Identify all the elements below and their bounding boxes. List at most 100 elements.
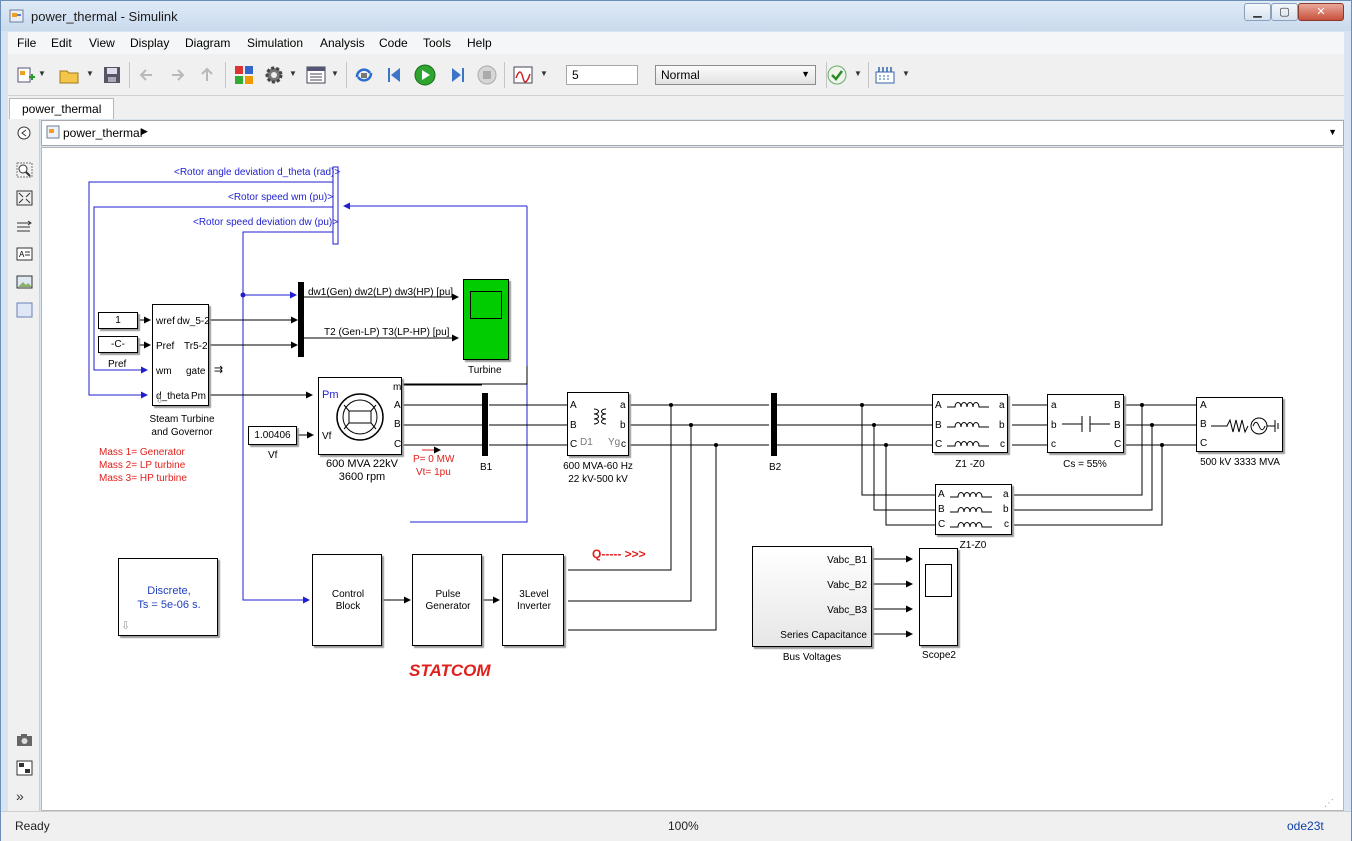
constant-pref-block[interactable]: -C- (98, 336, 138, 353)
check-icon[interactable] (826, 64, 848, 86)
transformer-port-c-in: C (570, 439, 578, 450)
back-icon[interactable] (136, 64, 158, 86)
image-icon[interactable] (16, 274, 33, 290)
down-arrow-icon: ⇩ (155, 394, 165, 406)
menu-tools[interactable]: Tools (423, 36, 452, 50)
model-settings-icon[interactable] (263, 64, 285, 86)
check-dropdown-icon[interactable]: ▼ (854, 69, 862, 78)
run-icon[interactable] (414, 64, 436, 86)
powergui-block[interactable]: Discrete, Ts = 5e-06 s. ⇩ (118, 558, 218, 636)
pref-label: Pref (108, 359, 127, 370)
line-z1-z0-top-block[interactable]: A B C a b c (932, 394, 1008, 453)
menu-diagram[interactable]: Diagram (185, 36, 231, 50)
stop-icon[interactable] (476, 64, 498, 86)
fit-to-view-icon[interactable] (16, 190, 33, 206)
bus-voltages-name: Bus Voltages (782, 652, 842, 663)
expand-icon[interactable]: » (16, 788, 24, 804)
menu-file[interactable]: File (17, 36, 37, 50)
simulation-mode-select[interactable]: Normal ▼ (655, 65, 816, 85)
menu-code[interactable]: Code (379, 36, 408, 50)
scope-icon[interactable] (512, 64, 534, 86)
control-block-line1: Control (331, 589, 365, 600)
snapshot-icon[interactable] (16, 732, 33, 748)
scope-screen-icon (470, 291, 502, 319)
cap-port-c-in: c (1051, 439, 1056, 450)
tab-strip: power_thermal (8, 96, 1344, 119)
turbine-scope-block[interactable] (463, 279, 509, 360)
vf-constant-block[interactable]: 1.00406 (248, 426, 297, 445)
transformer-yg-label: Yg (608, 437, 621, 448)
stop-time-input[interactable]: 5 (566, 65, 638, 85)
new-dropdown-icon[interactable]: ▼ (38, 69, 46, 78)
bus-voltages-subsystem-block[interactable]: Vabc_B1 Vabc_B2 Vabc_B3 Series Capacitan… (752, 546, 872, 647)
up-icon[interactable] (196, 64, 218, 86)
source-name: 500 kV 3333 MVA (1200, 457, 1280, 468)
simulation-mode-value: Normal (661, 68, 700, 82)
control-block-line2: Block (335, 601, 361, 612)
menu-simulation[interactable]: Simulation (247, 36, 304, 50)
area-icon[interactable] (16, 302, 33, 318)
menu-bar: File Edit View Display Diagram Simulatio… (8, 32, 1344, 54)
cap-name: Cs = 55% (1063, 459, 1107, 470)
synchronous-machine-block[interactable]: Pm Vf m A B C (318, 377, 402, 455)
update-diagram-icon[interactable] (353, 64, 375, 86)
open-dropdown-icon[interactable]: ▼ (86, 69, 94, 78)
three-phase-source-block[interactable]: A B C (1196, 397, 1283, 452)
mass-note-2: Mass 2= LP turbine (99, 460, 186, 471)
line2-port-a-out: a (1003, 489, 1009, 500)
rotor-speed-deviation-signal-label: <Rotor speed deviation dw (pu)> (193, 217, 339, 228)
open-icon[interactable] (58, 64, 80, 86)
model-explorer-icon[interactable] (305, 64, 327, 86)
constant-wref-block[interactable]: 1 (98, 312, 138, 329)
library-browser-icon[interactable] (233, 64, 255, 86)
annotation-icon[interactable]: A (16, 246, 33, 262)
step-back-icon[interactable] (385, 64, 407, 86)
menu-analysis[interactable]: Analysis (320, 36, 365, 50)
step-forward-icon[interactable] (445, 64, 467, 86)
breadcrumb[interactable]: power_thermal (63, 126, 143, 140)
new-model-icon[interactable] (15, 64, 37, 86)
pulse-generator-block[interactable]: Pulse Generator (412, 554, 482, 646)
three-level-inverter-block[interactable]: 3Level Inverter (502, 554, 564, 646)
steam-turbine-governor-block[interactable]: wref Pref wm d_theta dw_5-2 Tr5-2 gate P… (152, 304, 210, 406)
status-solver-link[interactable]: ode23t (1287, 819, 1324, 833)
save-icon[interactable] (101, 64, 123, 86)
model-canvas[interactable]: <Rotor angle deviation d_theta (rad)> <R… (41, 147, 1344, 811)
menu-display[interactable]: Display (130, 36, 170, 50)
build-dropdown-icon[interactable]: ▼ (902, 69, 910, 78)
line1-port-a-in: A (935, 400, 942, 411)
line-z1-z0-bottom-block[interactable]: A B C a b c (935, 484, 1012, 535)
minimize-button[interactable]: ▁ (1244, 3, 1271, 21)
resize-grip-icon[interactable]: ⋰ (1324, 798, 1334, 809)
menu-help[interactable]: Help (467, 36, 492, 50)
bus-b1-label: B1 (480, 462, 493, 473)
governor-name-line1: Steam Turbine (149, 414, 215, 425)
model-browser-icon[interactable] (16, 760, 33, 776)
source-port-c: C (1200, 438, 1208, 449)
tab-power-thermal[interactable]: power_thermal (9, 98, 115, 119)
address-bar[interactable]: power_thermal ▶ ▼ (41, 120, 1344, 146)
terminator-icon: ⇉ (214, 364, 224, 376)
close-button[interactable]: ✕ (1298, 3, 1344, 21)
series-capacitor-block[interactable]: a b c B B C (1047, 394, 1124, 453)
scope-dropdown-icon[interactable]: ▼ (540, 69, 548, 78)
rotor-angle-signal-label: <Rotor angle deviation d_theta (rad)> (174, 167, 341, 178)
maximize-button[interactable]: ▢ (1271, 3, 1298, 21)
transformer-block[interactable]: A B C a b c D1 Yg (567, 392, 629, 456)
breadcrumb-arrow-icon[interactable]: ▶ (141, 126, 148, 136)
address-dropdown-icon[interactable]: ▼ (1328, 127, 1337, 137)
zoom-icon[interactable] (16, 162, 33, 178)
forward-icon[interactable] (166, 64, 188, 86)
build-icon[interactable] (874, 64, 896, 86)
control-block[interactable]: Control Block (312, 554, 382, 646)
scope2-block[interactable] (919, 548, 958, 646)
settings-dropdown-icon[interactable]: ▼ (289, 69, 297, 78)
explorer-dropdown-icon[interactable]: ▼ (331, 69, 339, 78)
menu-view[interactable]: View (89, 36, 115, 50)
signal-routing-icon[interactable] (16, 218, 33, 234)
port-vabc-b2: Vabc_B2 (827, 580, 867, 591)
menu-edit[interactable]: Edit (51, 36, 72, 50)
turbine-scope-label: Turbine (468, 365, 502, 376)
hide-show-browser-icon[interactable] (16, 125, 33, 141)
